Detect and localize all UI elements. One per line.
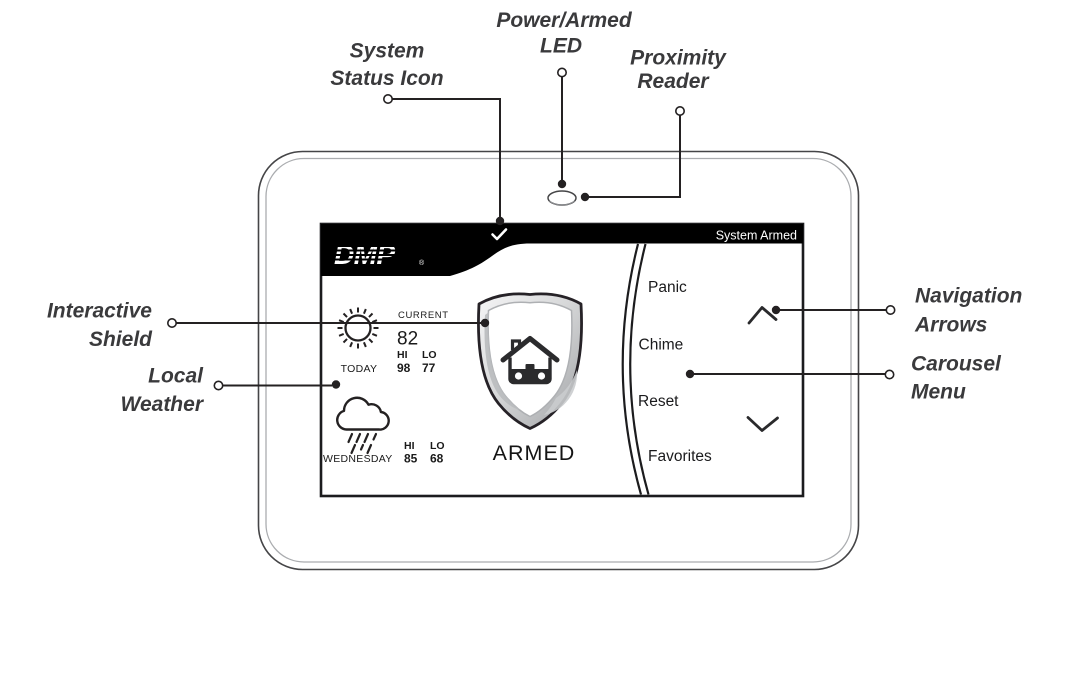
- callout-label-proximity-reader: Proximity Reader: [630, 47, 727, 94]
- dmp-logo: DMP ®: [332, 239, 425, 270]
- label-line: Reader: [637, 70, 710, 93]
- label-line: Carousel: [911, 353, 1002, 376]
- menu-item-favorites[interactable]: Favorites: [648, 448, 712, 465]
- weather-wednesday: HI LO 85 68 WEDNESDAY: [323, 396, 445, 466]
- carousel-divider: [621, 243, 650, 495]
- callout-line-power-led: [556, 67, 567, 189]
- callout-line-system-status: [382, 94, 505, 226]
- label-line: Status Icon: [330, 67, 443, 90]
- weather-today: CURRENT 82 HI LO 98 77 TODAY: [337, 307, 449, 375]
- label-line: Arrows: [914, 314, 987, 337]
- label-line: Navigation: [915, 285, 1022, 308]
- callout-line-navigation-arrows: [771, 304, 896, 315]
- hi-label: HI: [397, 349, 408, 361]
- today-label: TODAY: [341, 363, 378, 375]
- lo-value: 77: [422, 361, 436, 375]
- callout-line-carousel-menu: [685, 369, 895, 380]
- callout-line-interactive-shield: [167, 317, 490, 328]
- lo-label: LO: [422, 349, 437, 361]
- callout-label-navigation-arrows: Navigation Arrows: [914, 285, 1022, 337]
- wednesday-label: WEDNESDAY: [323, 453, 393, 465]
- menu-item-chime[interactable]: Chime: [639, 337, 684, 354]
- system-armed-status-text: System Armed: [716, 229, 797, 243]
- lo-label: LO: [430, 440, 445, 452]
- lo-value: 68: [430, 452, 444, 466]
- rain-cloud-icon: [336, 396, 390, 455]
- label-line: Shield: [89, 328, 153, 351]
- power-armed-led: [547, 190, 577, 206]
- label-line: Interactive: [47, 300, 152, 323]
- callout-label-power-armed-led: Power/Armed LED: [496, 9, 633, 58]
- label-line: System: [350, 40, 425, 63]
- screen-header-bar: [321, 224, 803, 276]
- sun-icon: [337, 307, 379, 349]
- label-line: Power/Armed: [496, 9, 633, 32]
- label-line: Weather: [121, 393, 205, 416]
- callout-line-local-weather: [213, 380, 341, 391]
- label-line: Menu: [911, 381, 966, 404]
- callout-line-proximity-reader: [580, 106, 685, 202]
- armed-status-label: ARMED: [493, 441, 576, 465]
- device-bezel-inner-line: [265, 157, 852, 563]
- chevron-down-icon[interactable]: [746, 416, 779, 432]
- hi-label: HI: [404, 440, 415, 452]
- home-icon: [500, 336, 560, 385]
- label-line: Proximity: [630, 47, 727, 70]
- hi-value: 85: [404, 452, 418, 466]
- interactive-shield-button[interactable]: [477, 292, 583, 430]
- label-line: LED: [540, 35, 582, 58]
- hi-value: 98: [397, 361, 411, 375]
- callout-label-carousel-menu: Carousel Menu: [911, 353, 1002, 404]
- current-label: CURRENT: [398, 310, 449, 321]
- system-status-check-icon: [491, 228, 508, 241]
- callout-label-local-weather: Local Weather: [121, 365, 205, 417]
- label-line: Local: [148, 365, 204, 388]
- menu-item-reset[interactable]: Reset: [638, 393, 679, 410]
- current-temp: 82: [397, 329, 418, 350]
- menu-item-panic[interactable]: Panic: [648, 279, 687, 296]
- callout-label-interactive-shield: Interactive Shield: [47, 300, 153, 352]
- callout-label-system-status-icon: System Status Icon: [330, 40, 443, 91]
- dmp-logo-registered-mark: ®: [419, 259, 425, 267]
- chevron-up-icon[interactable]: [747, 306, 778, 325]
